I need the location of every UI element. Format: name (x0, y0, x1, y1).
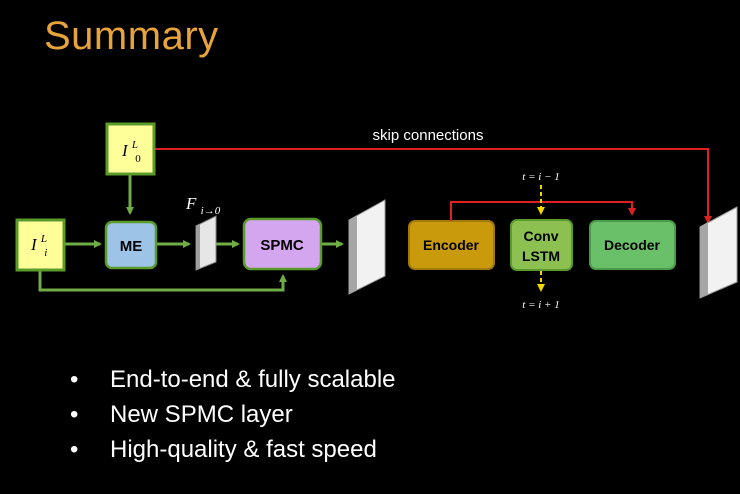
svg-text:SPMC: SPMC (260, 237, 304, 254)
bullet-dot-icon: • (70, 436, 79, 463)
svg-text:Decoder: Decoder (604, 237, 661, 253)
t-prev-label: t = i − 1 (522, 171, 559, 183)
spmc-output-plane (348, 199, 386, 295)
svg-text:I L 0: I L 0 (121, 133, 142, 165)
input-current-frame: I L i (15, 218, 66, 272)
slide-title: Summary (44, 14, 219, 58)
output-plane (699, 206, 738, 299)
bullet-dot-icon: • (70, 366, 79, 393)
skip-connection-arrow (155, 148, 712, 224)
svg-text:Conv: Conv (524, 228, 559, 244)
flow-field-plane (195, 215, 217, 271)
bullet-list: •End-to-end & fully scalable •New SPMC l… (70, 362, 396, 467)
svg-text:LSTM: LSTM (522, 248, 560, 264)
t-next-label: t = i + 1 (522, 299, 559, 311)
decoder-block: Decoder (589, 220, 676, 270)
bullet-dot-icon: • (70, 401, 79, 428)
encoder-decoder-skip-arrow (450, 201, 636, 221)
bullet-item: •End-to-end & fully scalable (70, 362, 396, 397)
bullet-item: •High-quality & fast speed (70, 432, 396, 467)
svg-text:ME: ME (120, 238, 143, 255)
me-block: ME (104, 220, 158, 270)
green-arrows (38, 175, 344, 292)
bullet-item: •New SPMC layer (70, 397, 396, 432)
convlstm-block: Conv LSTM (510, 219, 573, 271)
svg-text:Encoder: Encoder (423, 237, 480, 253)
flow-label: F i→0 (185, 194, 221, 217)
svg-text:I L i: I L i (30, 227, 51, 259)
encoder-block: Encoder (408, 220, 495, 270)
skip-connections-label: skip connections (373, 127, 484, 144)
input-reference-frame: I L 0 (105, 122, 156, 176)
spmc-block: SPMC (242, 217, 323, 271)
